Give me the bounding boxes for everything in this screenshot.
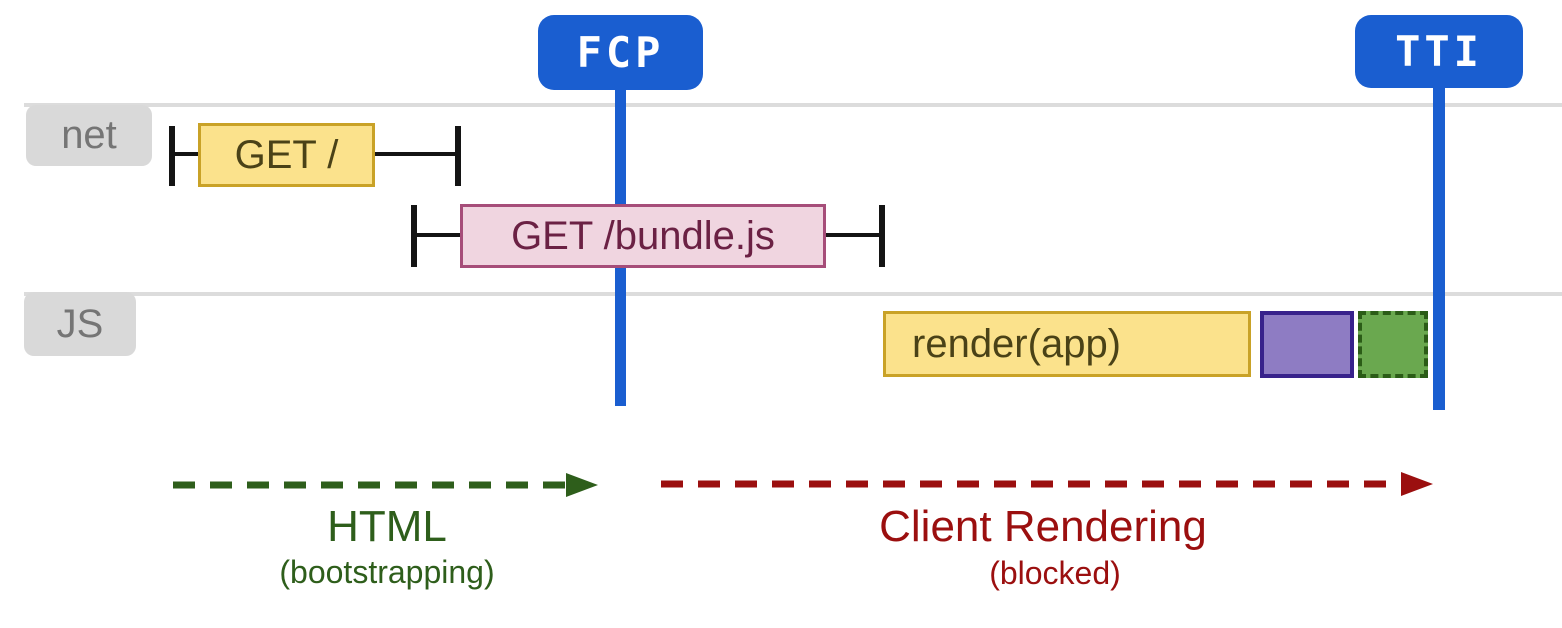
get-bundle-bracket-right-tick — [879, 205, 885, 267]
task-get-bundle-label: GET /bundle.js — [511, 213, 775, 258]
lane-label-net-text: net — [61, 113, 117, 157]
fcp-marker-badge: FCP — [538, 15, 703, 90]
task-get-root: GET / — [198, 123, 375, 187]
task-js-green — [1358, 311, 1428, 378]
tti-marker-label: TTI — [1395, 27, 1483, 76]
client-rendering-phase-title: Client Rendering — [879, 502, 1207, 551]
task-render-app: render(app) — [883, 311, 1251, 377]
get-bundle-bracket-left-tick — [411, 205, 417, 267]
task-render-app-label: render(app) — [912, 321, 1122, 366]
html-phase-arrow — [173, 473, 598, 497]
task-get-bundle: GET /bundle.js — [460, 204, 826, 268]
task-js-purple — [1260, 311, 1354, 378]
lane-label-net: net — [26, 105, 152, 166]
html-phase-subtitle: (bootstrapping) — [279, 554, 495, 590]
client-rendering-phase-arrow — [661, 472, 1433, 496]
js-lane-line — [24, 292, 1562, 296]
lane-label-js: JS — [24, 292, 136, 356]
lane-label-js-text: JS — [56, 301, 104, 346]
tti-marker-badge: TTI — [1355, 15, 1523, 88]
task-get-root-label: GET / — [234, 132, 339, 177]
fcp-marker-label: FCP — [576, 28, 665, 77]
html-phase-title: HTML — [327, 502, 447, 551]
tti-marker-line — [1433, 84, 1445, 410]
get-root-bracket-right-tick — [455, 126, 461, 186]
get-root-bracket-left-tick — [169, 126, 175, 186]
client-rendering-phase-subtitle: (blocked) — [989, 555, 1121, 591]
net-lane-line — [24, 103, 1562, 107]
